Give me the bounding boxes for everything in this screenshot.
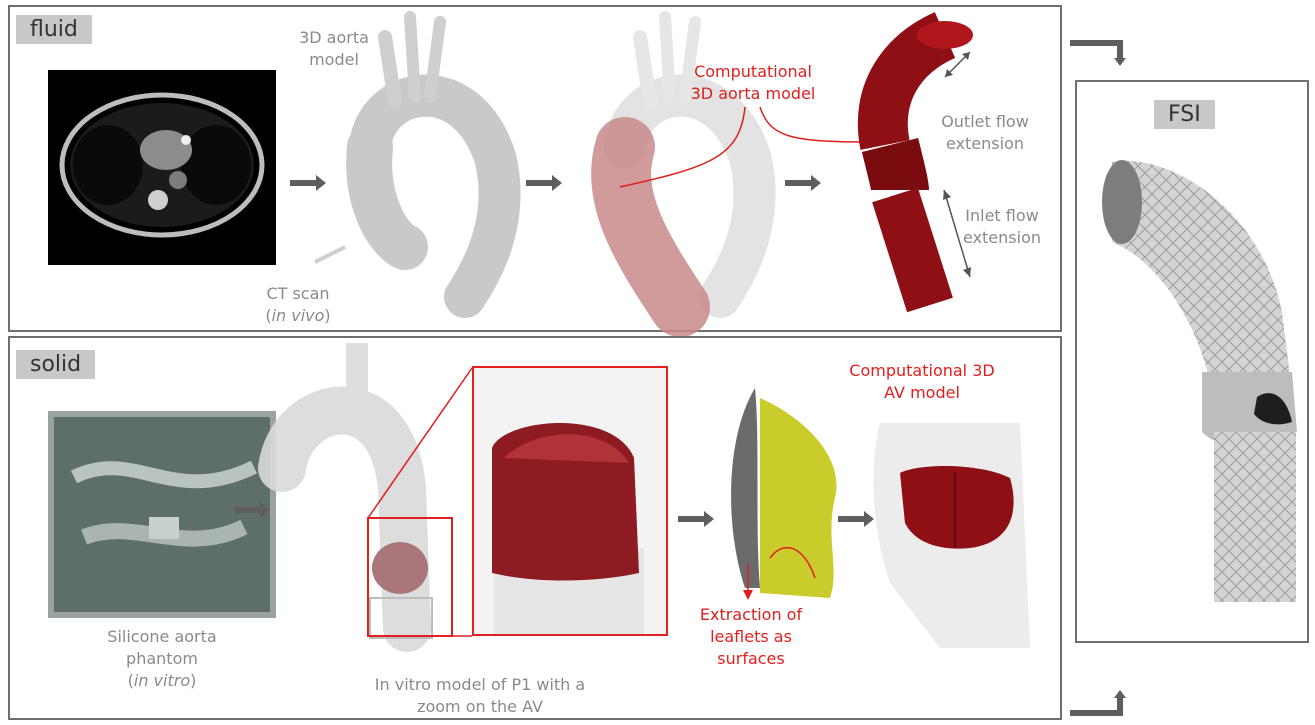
fsi-tag: FSI	[1154, 100, 1215, 129]
solid-panel: solid Silicone aorta phantom (in vitro)	[8, 336, 1062, 720]
arrow-right-icon	[678, 509, 718, 529]
extraction-label-line2: leaflets as	[696, 626, 806, 648]
ct-scan-image	[48, 70, 276, 265]
invitro-caption: In vitro model of P1 with a zoom on the …	[350, 674, 610, 718]
phantom-caption-line2: phantom	[92, 648, 232, 670]
outlet-label-line2: extension	[925, 133, 1045, 155]
computational-aorta-label-line1: Computational	[678, 61, 828, 83]
outlet-extent-arrow	[940, 47, 980, 87]
zoom-view	[472, 366, 668, 636]
phantom-caption-line3: (in vitro)	[92, 670, 232, 692]
fluid-panel: fluid CT scan (in vivo) 3D aorta model	[8, 5, 1062, 332]
inlet-label-line1: Inlet flow	[952, 205, 1052, 227]
outlet-label: Outlet flow extension	[925, 111, 1045, 155]
av-model-label-line2: AV model	[842, 382, 1002, 404]
inlet-label-line2: extension	[952, 227, 1052, 249]
phantom-caption-invitro: in vitro	[134, 671, 190, 690]
ct-scan-drawing	[48, 70, 276, 265]
fluid-tag: fluid	[16, 15, 92, 44]
av-model-label-line1: Computational 3D	[842, 360, 1002, 382]
invitro-caption-line2: zoom on the AV	[350, 696, 610, 718]
outlet-label-line1: Outlet flow	[925, 111, 1045, 133]
inlet-label: Inlet flow extension	[952, 205, 1052, 249]
aorta-model-image	[315, 7, 515, 327]
corner-arrow-top-icon	[1070, 38, 1130, 68]
fsi-panel: FSI	[1075, 80, 1309, 643]
arrow-right-icon	[526, 173, 566, 193]
av-model-label: Computational 3D AV model	[842, 360, 1002, 404]
extraction-pointer	[738, 564, 758, 604]
zoom-box	[10, 338, 510, 648]
fsi-mesh-image	[1082, 152, 1302, 612]
corner-arrow-bottom-icon	[1070, 688, 1130, 718]
extraction-label: Extraction of leaflets as surfaces	[696, 604, 806, 670]
extraction-label-line3: surfaces	[696, 648, 806, 670]
arrow-right-icon	[785, 173, 825, 193]
invitro-caption-line1: In vitro model of P1 with a	[350, 674, 610, 696]
av-model-image	[860, 403, 1035, 653]
zoom-view-drawing	[474, 368, 666, 634]
leaflet-mesh-image	[715, 378, 855, 608]
extraction-label-line1: Extraction of	[696, 604, 806, 626]
